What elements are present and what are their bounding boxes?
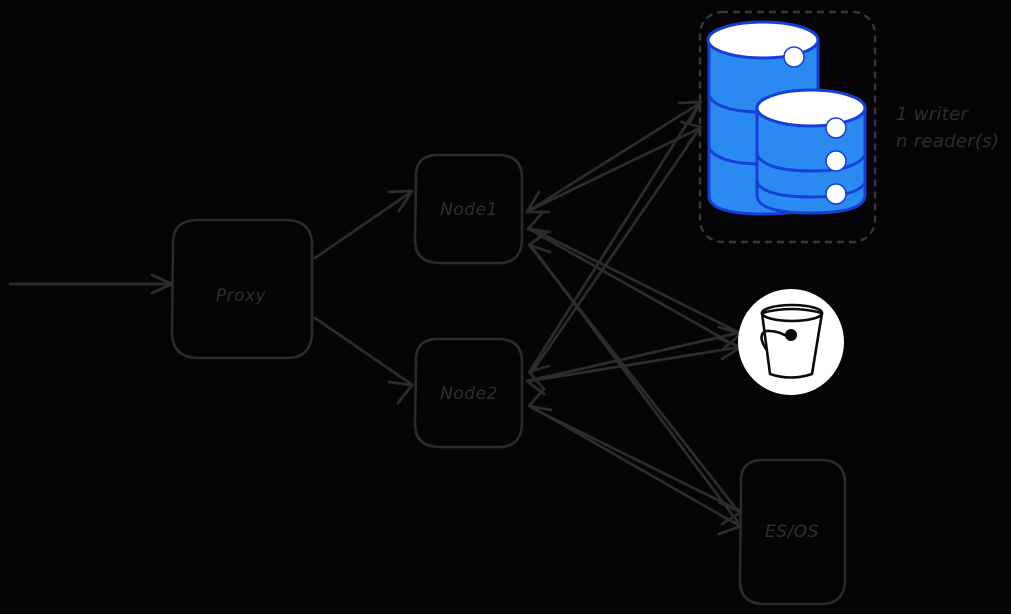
node-proxy[interactable]: Proxy	[170, 218, 314, 360]
group-database-cluster	[698, 10, 877, 244]
node-esos-label: ES/OS	[765, 522, 819, 542]
node-node2-label: Node2	[440, 384, 498, 404]
node-esos[interactable]: ES/OS	[738, 458, 847, 606]
db-annotation-writer: 1 writer	[896, 104, 970, 125]
edge-external-to-proxy	[8, 273, 174, 295]
edge-node1-to-database-cluster	[528, 100, 703, 212]
node-node1-label: Node1	[440, 200, 498, 220]
database-cylinder-icon-secondary	[755, 88, 867, 215]
edge-object-store-to-node2	[525, 331, 740, 396]
edge-esos-to-node2	[527, 387, 740, 527]
edge-node2-to-database-cluster	[530, 120, 703, 374]
edge-object-store-to-node1	[526, 210, 740, 349]
node-proxy-label: Proxy	[216, 286, 267, 306]
edge-esos-to-node1	[527, 230, 740, 513]
edge-database-cluster-to-node2	[527, 104, 700, 390]
node-node2[interactable]: Node2	[413, 337, 524, 449]
edge-proxy-to-node2	[313, 316, 414, 405]
db-annotation-readers: n reader(s)	[896, 131, 999, 152]
edge-node2-to-object-store	[528, 337, 743, 383]
bucket-icon	[738, 289, 844, 395]
edge-database-cluster-to-node1	[525, 126, 702, 214]
node-node1[interactable]: Node1	[413, 153, 524, 265]
edge-proxy-to-node1	[313, 189, 414, 260]
